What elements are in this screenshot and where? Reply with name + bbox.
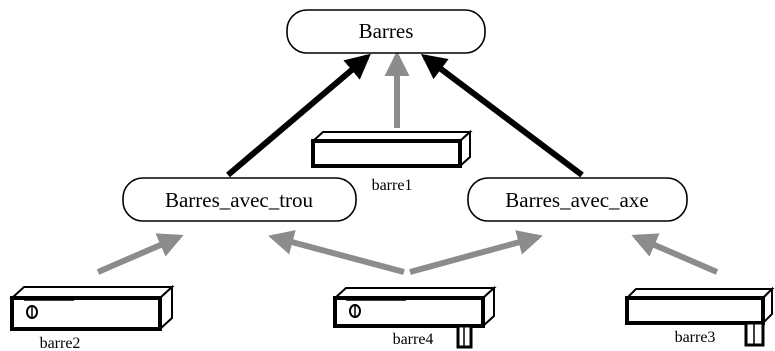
arrow-barre4-to-hole bbox=[268, 230, 405, 275]
barre2-bar-drawing bbox=[9, 284, 175, 332]
barre2-label: barre2 bbox=[40, 335, 81, 351]
arrow-barre3-to-axis bbox=[631, 233, 719, 275]
node-barres: Barres bbox=[286, 9, 486, 54]
barre1-bar-drawing bbox=[310, 129, 473, 169]
node-barres-avec-trou-label: Barres_avec_trou bbox=[165, 188, 314, 212]
arrow-axis-to-root bbox=[420, 53, 584, 178]
arrow-barre4-to-axis bbox=[409, 230, 543, 275]
barre4-bar-drawing bbox=[332, 285, 497, 349]
barre1-label: barre1 bbox=[372, 177, 413, 194]
barre4-label: barre4 bbox=[393, 331, 434, 348]
node-barres-avec-axe-label: Barres_avec_axe bbox=[505, 188, 648, 212]
node-barres-label: Barres bbox=[359, 19, 414, 43]
barre3-bar-drawing bbox=[624, 286, 775, 347]
arrow-hole-to-root bbox=[226, 53, 371, 178]
arrow-barre2-to-hole bbox=[96, 233, 184, 275]
node-barres-avec-trou: Barres_avec_trou bbox=[122, 177, 357, 222]
node-barres-avec-axe: Barres_avec_axe bbox=[467, 177, 688, 222]
barre3-label: barre3 bbox=[675, 329, 716, 346]
